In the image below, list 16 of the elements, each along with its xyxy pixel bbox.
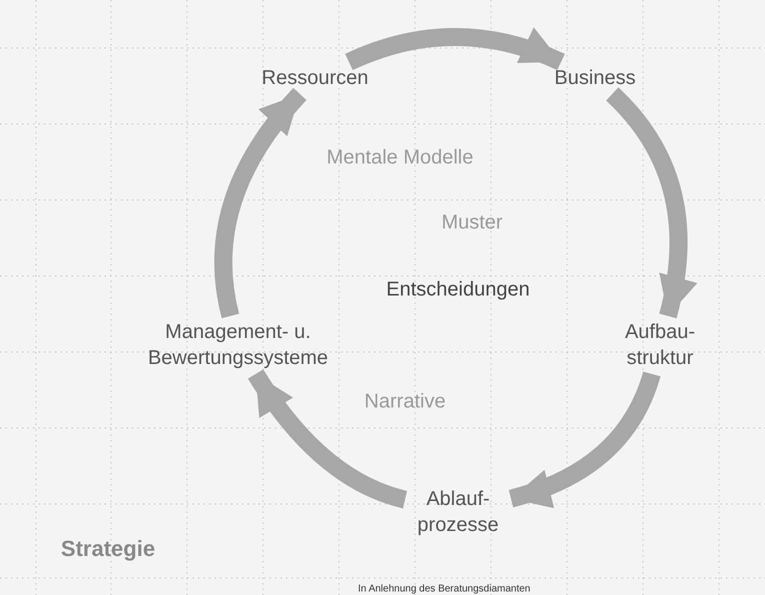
node-label: Business — [553, 66, 637, 91]
curved-arrow — [248, 369, 408, 508]
inner-label: Muster — [441, 212, 503, 234]
curved-arrow — [606, 88, 696, 318]
node-label: Aufbau- struktur — [624, 320, 696, 371]
section-title: Strategie — [60, 536, 156, 562]
inner-label: Mentale Modelle — [326, 146, 474, 170]
source-note: In Anlehnung des Beratungsdiamanten — [358, 584, 530, 594]
node-label: Ablauf- prozesse — [416, 487, 500, 538]
node-label: Ressourcen — [260, 66, 370, 91]
curved-arrow — [345, 28, 565, 70]
curved-arrow — [508, 371, 660, 508]
node-label: Management- u. Bewertungssysteme — [146, 320, 330, 371]
curved-arrow — [214, 88, 307, 318]
inner-label: Narrative — [364, 390, 446, 414]
center-label: Entscheidungen — [386, 278, 530, 302]
